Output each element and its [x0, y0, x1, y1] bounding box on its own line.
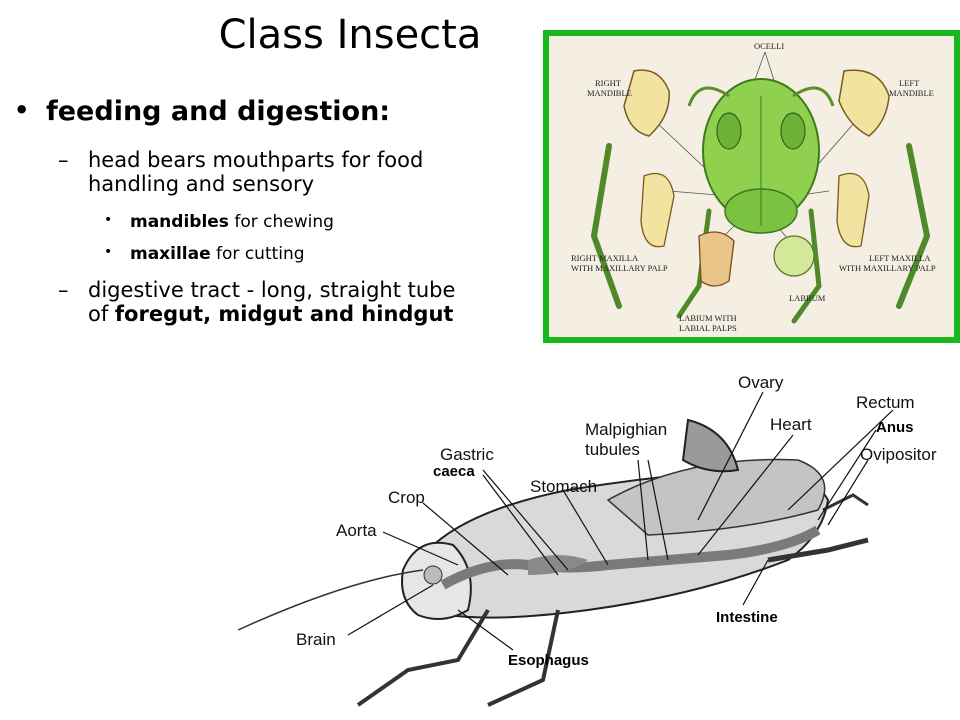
right-maxilla-shape	[640, 172, 675, 248]
label-left-mandible: LEFT	[899, 78, 920, 88]
item-rest: for cutting	[210, 244, 305, 264]
dash-marker: –	[58, 148, 69, 172]
label-crop: Crop	[388, 488, 425, 507]
sub-dot: •	[104, 244, 113, 260]
sub-bullet-bold: foregut, midgut and hindgut	[114, 302, 454, 326]
grasshopper-head	[687, 78, 835, 234]
grasshopper-body	[237, 418, 869, 707]
label-esophagus: Esophagus	[508, 652, 589, 669]
label-left-maxilla: LEFT MAXILLA	[869, 253, 931, 263]
bullet-feeding: • feeding and digestion:	[14, 96, 390, 127]
label-heart: Heart	[770, 415, 812, 434]
label-aorta: Aorta	[336, 521, 377, 540]
bullet-dot: •	[14, 96, 30, 124]
item-bold: maxillae	[130, 244, 211, 264]
label-left-mandible: MANDIBLE	[889, 88, 934, 98]
label-anus: Anus	[876, 419, 914, 436]
sub-bullet-mouthparts: – head bears mouthparts for food handlin…	[58, 148, 528, 196]
sub-dot: •	[104, 212, 113, 228]
label-labium: LABIAL PALPS	[679, 323, 737, 333]
label-right-mandible: RIGHT	[595, 78, 622, 88]
label-left-maxilla: WITH MAXILLARY PALP	[839, 263, 936, 273]
labium-shape	[698, 231, 735, 287]
label-rectum: Rectum	[856, 393, 915, 412]
label-labrum: LABRUM	[789, 293, 826, 303]
label-caeca: caeca	[433, 463, 475, 480]
left-maxilla-shape	[836, 172, 870, 248]
label-ovipositor: Ovipositor	[860, 445, 937, 464]
label-malpighian: tubules	[585, 440, 640, 459]
label-ocelli: OCELLI	[754, 41, 784, 51]
mouthparts-figure: OCELLI RIGHT MANDIBLE LEFT MANDIBLE RIGH…	[543, 30, 960, 343]
bullet-text: feeding and digestion:	[46, 96, 391, 127]
label-right-mandible: MANDIBLE	[587, 88, 632, 98]
item-maxillae: • maxillae for cutting	[104, 244, 305, 264]
label-right-maxilla: WITH MAXILLARY PALP	[571, 263, 668, 273]
sub-bullet-prefix: of	[88, 302, 115, 326]
label-intestine: Intestine	[716, 609, 778, 626]
grasshopper-anatomy-diagram: Ovary Rectum Heart Anus Malpighian tubul…	[237, 373, 937, 707]
sub-bullet-digestive: – digestive tract - long, straight tube …	[58, 278, 548, 326]
label-labium: LABIUM WITH	[679, 313, 737, 323]
label-malpighian: Malpighian	[585, 420, 667, 439]
item-bold: mandibles	[130, 212, 229, 232]
labrum-shape	[773, 235, 815, 277]
label-stomach: Stomach	[530, 477, 597, 496]
label-gastric: Gastric	[440, 445, 494, 464]
sub-bullet-line: handling and sensory	[88, 172, 315, 196]
label-right-maxilla: RIGHT MAXILLA	[571, 253, 639, 263]
left-mandible-shape	[838, 69, 890, 137]
sub-bullet-line: head bears mouthparts for food	[88, 148, 424, 172]
item-rest: for chewing	[228, 212, 334, 232]
label-ovary: Ovary	[738, 373, 784, 392]
dash-marker: –	[58, 278, 69, 302]
item-mandibles: • mandibles for chewing	[104, 212, 334, 232]
mouthparts-illustration: OCELLI RIGHT MANDIBLE LEFT MANDIBLE RIGH…	[549, 36, 954, 337]
slide-title: Class Insecta	[218, 12, 482, 58]
right-mandible-shape	[623, 69, 670, 137]
label-brain: Brain	[296, 630, 336, 649]
sub-bullet-line: digestive tract - long, straight tube	[88, 278, 456, 302]
